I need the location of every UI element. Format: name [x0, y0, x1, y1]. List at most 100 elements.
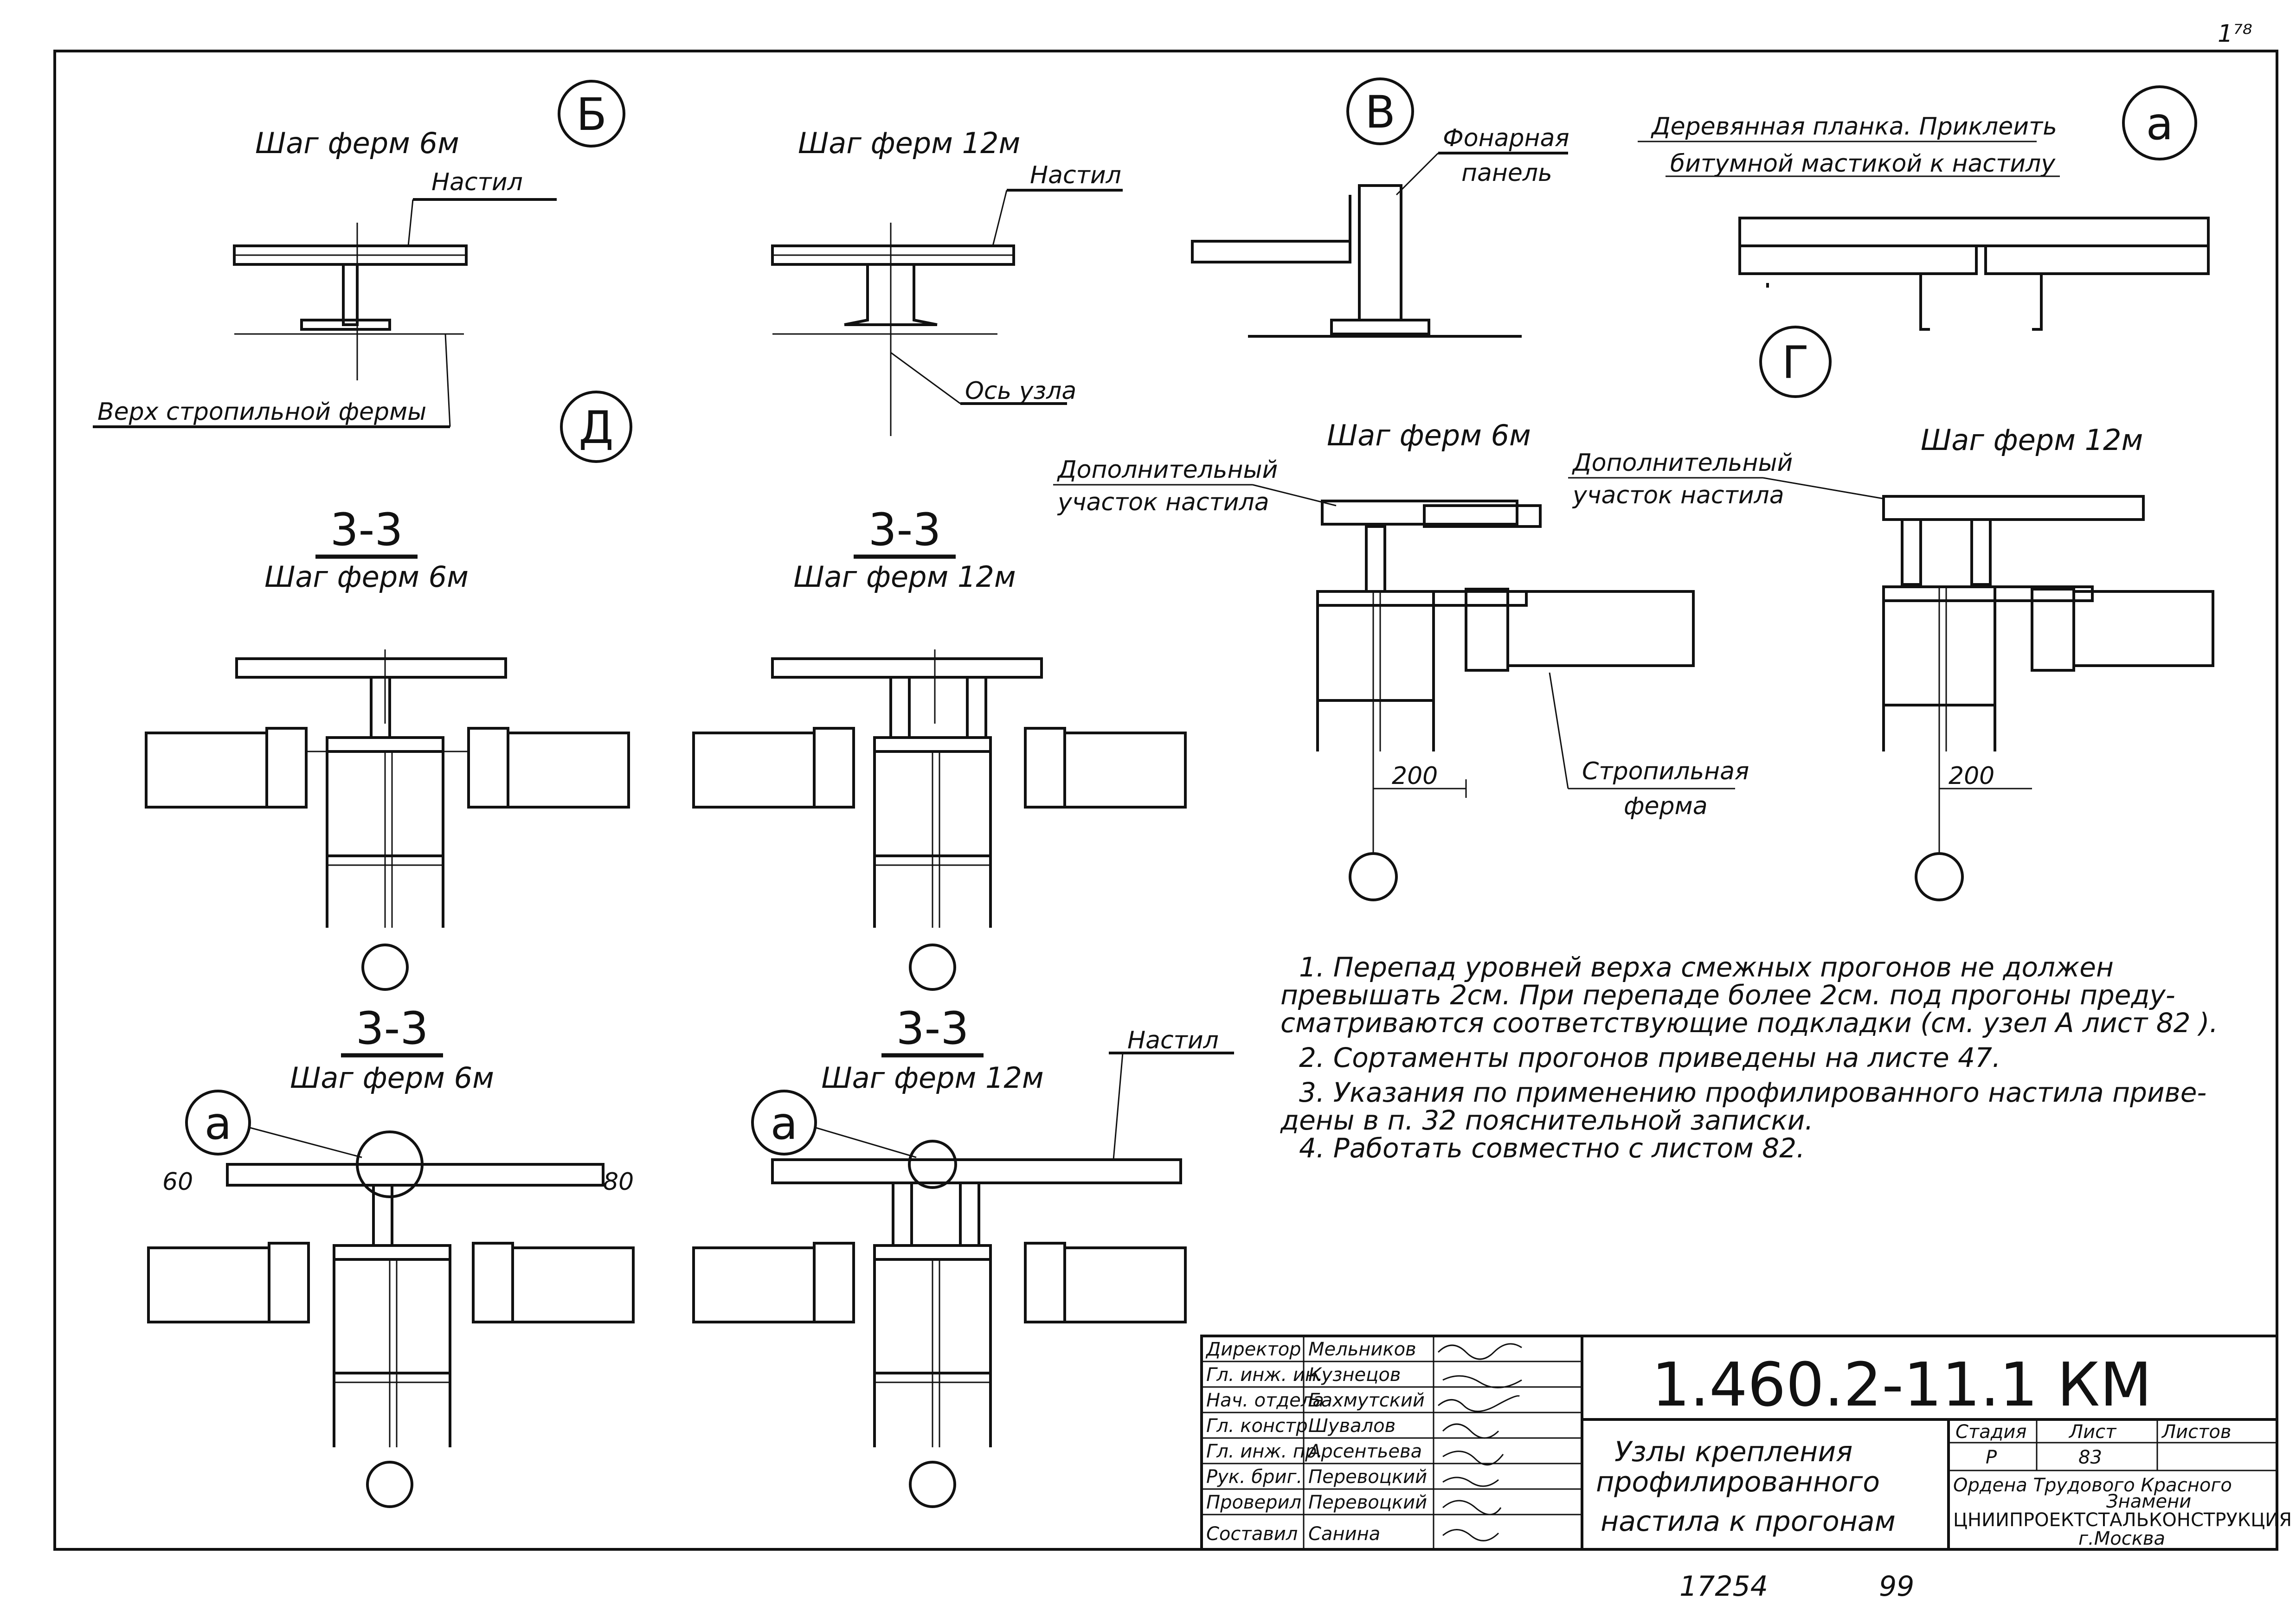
callout-a-right: а: [771, 1098, 798, 1149]
signature-5: [1442, 1477, 1499, 1487]
cut-label-1: 3-3: [330, 504, 403, 556]
name-5: Перевоцкий: [1308, 1466, 1427, 1488]
label-deck-b12: Настил: [1030, 161, 1121, 189]
drawing-title-2: профилированного: [1596, 1466, 1880, 1498]
cut-title-2: Шаг ферм 12м: [793, 560, 1016, 594]
role-2: Нач. отдела: [1206, 1390, 1324, 1411]
section-d3: 3-3 Шаг ферм 6м а 60 80: [147, 1002, 635, 1508]
cut-label-4: 3-3: [896, 1002, 969, 1054]
label-truss-a: Стропильная: [1582, 758, 1749, 785]
detail-a-circle: [2122, 85, 2197, 161]
label-wood-strip-2: битумной мастикой к настилу: [1670, 150, 2056, 178]
dim-200-right: 200: [1949, 762, 1994, 790]
detail-a-mark: а: [2146, 98, 2174, 150]
cut-title-1: Шаг ферм 6м: [264, 560, 469, 594]
name-0: Мельников: [1308, 1339, 1416, 1360]
detail-g-circle: [1759, 326, 1832, 398]
org-line-2: Знамени: [2106, 1491, 2191, 1512]
title-block: Директор Мельников Гл. инж. ин. Кузнецов…: [1200, 1335, 2292, 1551]
detail-d: Д 3-3 Шаг ферм 6м 3-3: [145, 391, 1234, 1508]
detail-b-mark: Б: [576, 89, 607, 141]
section-d1: 3-3 Шаг ферм 6м: [145, 504, 630, 991]
name-1: Кузнецов: [1308, 1364, 1401, 1386]
sheet-frame: [53, 50, 2278, 1551]
col-sheet: Лист: [2068, 1421, 2117, 1443]
org-line-1: Ордена Трудового Красного: [1953, 1475, 2232, 1496]
dim-60: 60: [162, 1168, 193, 1196]
detail-v-mark: В: [1365, 86, 1396, 138]
name-2: Бахмутский: [1308, 1390, 1425, 1411]
cut-title-3: Шаг ферм 6м: [290, 1061, 494, 1095]
role-7: Составил: [1206, 1523, 1298, 1545]
callout-a-left: а: [205, 1098, 232, 1149]
role-3: Гл. констр.: [1206, 1415, 1313, 1437]
drawing-title-1: Узлы крепления: [1614, 1436, 1852, 1468]
signature-1: [1442, 1375, 1522, 1388]
dim-80: 80: [603, 1168, 634, 1196]
org-line-4: г.Москва: [2078, 1528, 2165, 1549]
org-line-3: ЦНИИПРОЕКТСТАЛЬКОНСТРУКЦИЯ: [1953, 1509, 2292, 1531]
note-line-1: 1. Перепад уровней верха смежных прогоно…: [1299, 951, 2114, 983]
detail-d-mark: Д: [579, 402, 614, 454]
signature-3: [1442, 1423, 1499, 1439]
label-lantern-panel-1: Фонарная: [1443, 124, 1569, 152]
label-deck-d: Настил: [1127, 1027, 1219, 1054]
role-5: Рук. бриг.: [1206, 1466, 1302, 1488]
cut-label-2: 3-3: [868, 504, 941, 556]
cut-label-3: 3-3: [356, 1002, 429, 1054]
drawing-title-3: настила к прогонам: [1601, 1505, 1896, 1538]
role-6: Проверил: [1206, 1492, 1301, 1513]
detail-v-circle: [1346, 77, 1414, 145]
cut-title-4: Шаг ферм 12м: [821, 1061, 1043, 1095]
label-deck-b6: Настил: [431, 168, 523, 196]
note-line-7: 4. Работать совместно с листом 82.: [1299, 1132, 1805, 1164]
note-line-3: сматриваются соответствующие подкладки (…: [1280, 1007, 2218, 1039]
detail-g-mark: Г: [1782, 337, 1809, 389]
label-wood-strip-1: Деревянная планка. Приклеить: [1651, 113, 2057, 141]
dim-200-left: 200: [1392, 762, 1438, 790]
label-lantern-panel-2: панель: [1461, 159, 1552, 187]
col-sheets: Листов: [2161, 1421, 2231, 1443]
bottom-number-1: 17254: [1679, 1570, 1768, 1603]
signature-6: [1442, 1500, 1502, 1515]
label-truss-top: Верх стропильной фермы: [97, 398, 426, 426]
col-stage: Стадия: [1955, 1421, 2026, 1443]
label-node-axis: Ось узла: [965, 377, 1076, 405]
detail-b-circle: [558, 80, 625, 148]
label-extra-deck-1a: Дополнительный: [1057, 456, 1278, 484]
detail-a: а Деревянная планка. Приклеить битумной …: [1638, 85, 2210, 331]
detail-b-title-6: Шаг ферм 6м: [255, 126, 459, 160]
note-line-2: превышать 2см. При перепаде более 2см. п…: [1280, 979, 2175, 1011]
label-extra-deck-2a: Дополнительный: [1572, 449, 1793, 477]
note-line-5: 3. Указания по применению профилированно…: [1299, 1077, 2206, 1108]
notes: 1. Перепад уровней верха смежных прогоно…: [1280, 951, 2218, 1164]
drawing-code: 1.460.2-11.1 КМ: [1652, 1349, 2152, 1420]
signature-0: [1437, 1343, 1522, 1360]
detail-d-circle: [560, 391, 632, 463]
role-4: Гл. инж. пр.: [1206, 1441, 1323, 1462]
label-extra-deck-2b: участок настила: [1572, 482, 1784, 509]
signature-2: [1438, 1395, 1520, 1412]
name-4: Арсентьева: [1307, 1441, 1422, 1462]
detail-b: Б Шаг ферм 6м Шаг ферм 12м Настил Верх с…: [93, 80, 1123, 436]
stage-value: Р: [1986, 1447, 1997, 1468]
role-1: Гл. инж. ин.: [1206, 1364, 1323, 1386]
signature-4: [1442, 1451, 1504, 1466]
section-d4: 3-3 Шаг ферм 12м а Настил: [692, 1002, 1234, 1508]
bottom-number-2: 99: [1879, 1570, 1914, 1603]
note-line-4: 2. Сортаменты прогонов приведены на лист…: [1299, 1042, 2000, 1073]
name-6: Перевоцкий: [1308, 1492, 1427, 1513]
role-0: Директор: [1205, 1339, 1301, 1360]
detail-v: В Фонарная панель: [1191, 77, 1569, 338]
signature-7: [1442, 1529, 1499, 1541]
section-d2: 3-3 Шаг ферм 12м: [692, 504, 1187, 991]
roles-table: Директор Мельников Гл. инж. ин. Кузнецов…: [1202, 1339, 1582, 1545]
label-truss-b: ферма: [1624, 792, 1708, 820]
label-extra-deck-1b: участок настила: [1057, 488, 1269, 516]
name-7: Санина: [1308, 1523, 1380, 1545]
corner-mark: 1⁷⁸: [2218, 20, 2252, 48]
note-line-6: дены в п. 32 пояснительной записки.: [1280, 1104, 1814, 1136]
sheet-value: 83: [2078, 1447, 2102, 1468]
